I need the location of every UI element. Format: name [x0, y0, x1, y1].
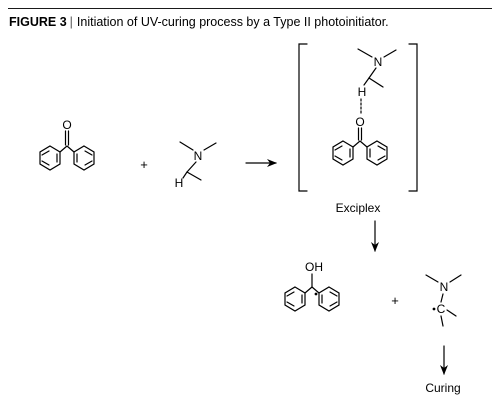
ketyl-right-ring [318, 286, 340, 312]
amine-hydrogen-label: H [175, 176, 184, 190]
ketyl-oh-label: OH [305, 260, 323, 274]
amine-nitrogen-label: N [194, 149, 203, 163]
top-rule [8, 8, 492, 9]
aminoalkyl-radical-structure: N C [425, 274, 462, 327]
exciplex-nitrogen-label: N [374, 55, 383, 69]
exciplex-bracket [298, 43, 418, 192]
exciplex-oxygen-label: O [355, 115, 364, 129]
exciplex-left-ring [332, 140, 354, 166]
benzophenone-structure: O [39, 118, 95, 171]
exciplex-label: Exciplex [336, 201, 381, 215]
figure-caption: FIGURE 3|Initiation of UV-curing process… [9, 15, 389, 29]
exciplex-hydrogen-label: H [358, 85, 367, 99]
exciplex-right-ring [366, 140, 388, 166]
caption-separator: | [69, 15, 73, 29]
plus-sign-1: + [140, 157, 148, 172]
curing-label: Curing [425, 381, 460, 395]
figure-label: FIGURE 3 [9, 15, 67, 29]
radical-carbon-label: C [437, 302, 446, 316]
ketyl-radical-dot [314, 292, 318, 296]
benzophenone-oxygen-label: O [62, 118, 71, 132]
amine-structure: N H [175, 141, 217, 190]
exciplex-structure: N H O [332, 48, 397, 166]
radical-nitrogen-label: N [440, 280, 449, 294]
caption-text: Initiation of UV-curing process by a Typ… [76, 15, 389, 29]
plus-sign-2: + [391, 293, 399, 308]
aminoalkyl-radical-dot [432, 307, 436, 311]
ketyl-radical-structure: OH [284, 260, 340, 312]
ketyl-left-ring [284, 286, 306, 312]
